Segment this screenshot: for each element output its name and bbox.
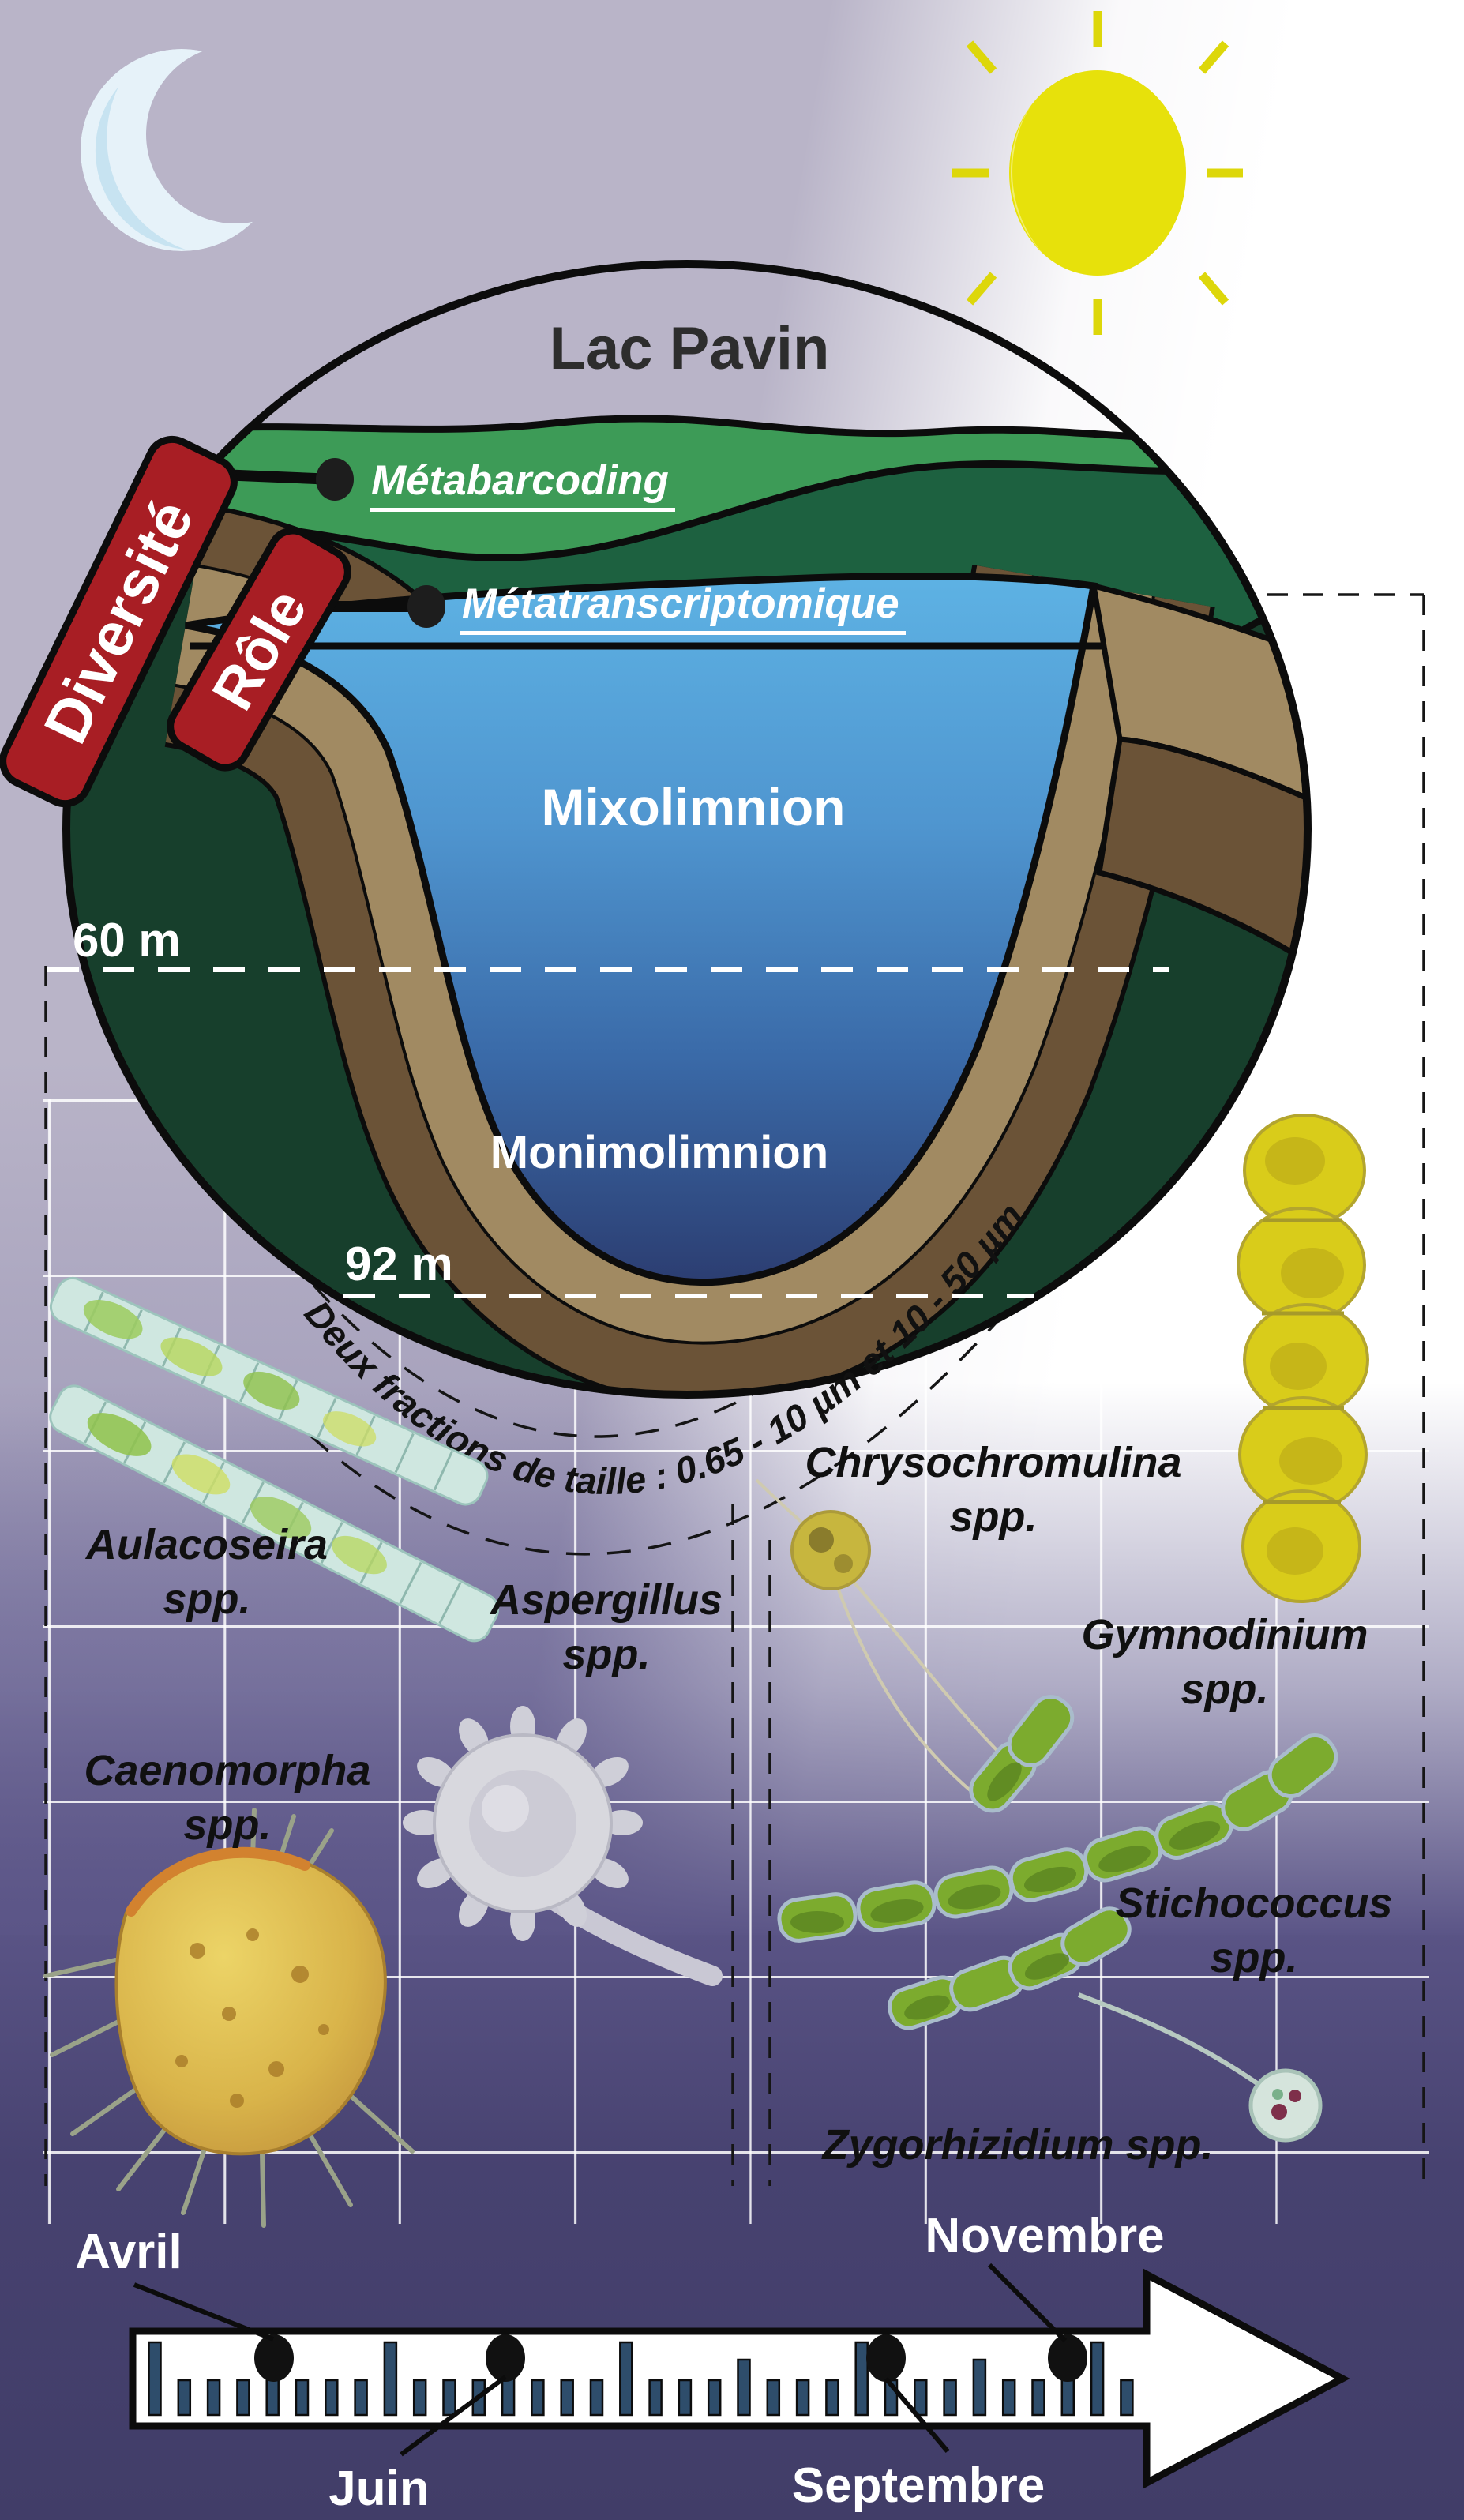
timeline-tick <box>531 2379 545 2417</box>
timeline-tick <box>737 2358 751 2417</box>
timeline-tick <box>148 2341 162 2417</box>
species-label-caenomorpha: Caenomorpha spp. <box>84 1747 371 1850</box>
timeline-tick <box>1060 2379 1075 2417</box>
timeline-tick <box>766 2379 781 2417</box>
timeline-tick <box>383 2341 398 2417</box>
timeline-tick <box>1090 2341 1105 2417</box>
metatranscriptomics-dot <box>407 585 445 628</box>
species-label-aspergillus: Aspergillus spp. <box>490 1576 723 1679</box>
gymnodinium-illustration <box>1237 1114 1369 1603</box>
timeline-month-dot <box>1048 2334 1087 2382</box>
zygorhizidium-illustration <box>1077 1992 1323 2143</box>
species-label-gymnodinium: Gymnodinium spp. <box>1081 1611 1368 1714</box>
month-label-juin: Juin <box>328 2462 430 2516</box>
timeline-tick <box>972 2358 987 2417</box>
mixolimnion-label: Mixolimnion <box>541 778 846 836</box>
timeline-month-dot <box>866 2334 906 2382</box>
timeline-tick <box>1120 2379 1134 2417</box>
metabarcoding-dot <box>316 458 354 501</box>
timeline-tick <box>206 2379 221 2417</box>
timeline-tick <box>412 2379 427 2417</box>
month-label-novembre: Novembre <box>925 2209 1165 2263</box>
lake-cross-section <box>66 415 1308 1395</box>
sediment-brown-wedge <box>1096 736 1308 967</box>
timeline-tick <box>648 2379 663 2417</box>
timeline-tick <box>442 2379 456 2417</box>
caenomorpha-illustration <box>43 1808 415 2228</box>
month-label-septembre: Septembre <box>791 2458 1045 2513</box>
timeline-tick <box>678 2379 693 2417</box>
lake-water <box>185 573 1098 1286</box>
timeline-tick <box>325 2379 339 2417</box>
timeline-tick <box>1031 2379 1045 2417</box>
timeline-tick <box>943 2379 957 2417</box>
metatranscriptomics-label: Métatranscriptomique <box>460 580 906 635</box>
monimolimnion-label: Monimolimnion <box>490 1127 829 1178</box>
aspergillus-illustration <box>403 1706 723 1986</box>
aulacoseira-illustration <box>49 1276 500 1643</box>
species-label-chrysochromulina: Chrysochromulina spp. <box>805 1439 1182 1542</box>
month-label-avril: Avril <box>75 2225 182 2279</box>
depth-lines <box>47 967 1169 1298</box>
timeline-dots <box>254 2334 1087 2382</box>
species-label-stichococcus: Stichococcus spp. <box>1115 1880 1393 1982</box>
metabarcoding-label: Métabarcoding <box>370 456 675 512</box>
depth-92m-label: 92 m <box>345 1237 453 1290</box>
species-label-aulacoseira: Aulacoseira spp. <box>85 1521 328 1624</box>
timeline-tick <box>707 2379 722 2417</box>
timeline-month-dot <box>486 2334 525 2382</box>
depth-60m-label: 60 m <box>73 914 181 967</box>
timeline-tick <box>560 2379 574 2417</box>
timeline-tick <box>795 2379 810 2417</box>
crater-outline <box>62 260 1312 1399</box>
sun-icon <box>952 11 1243 335</box>
timeline-ticks <box>148 2341 1134 2417</box>
timeline-tick <box>177 2379 192 2417</box>
chrysochromulina-illustration <box>755 1478 1022 1794</box>
stichococcus-illustration <box>777 1695 1338 2030</box>
moon-icon <box>81 49 283 251</box>
timeline-month-dot <box>254 2334 294 2382</box>
timeline-tick <box>1001 2379 1016 2417</box>
page-title: Lac Pavin <box>549 315 830 382</box>
timeline-tick <box>236 2379 250 2417</box>
timeline-tick <box>914 2379 928 2417</box>
timeline-tick <box>589 2379 604 2417</box>
timeline-tick <box>295 2379 310 2417</box>
species-label-zygorhizidium: Zygorhizidium spp. <box>822 2121 1214 2169</box>
timeline-tick <box>619 2341 633 2417</box>
timeline-connectors <box>133 2263 1068 2457</box>
timeline-tick <box>854 2341 869 2417</box>
timeline-tick <box>825 2379 839 2417</box>
timeline-tick <box>354 2379 368 2417</box>
timeline <box>129 2263 1350 2489</box>
